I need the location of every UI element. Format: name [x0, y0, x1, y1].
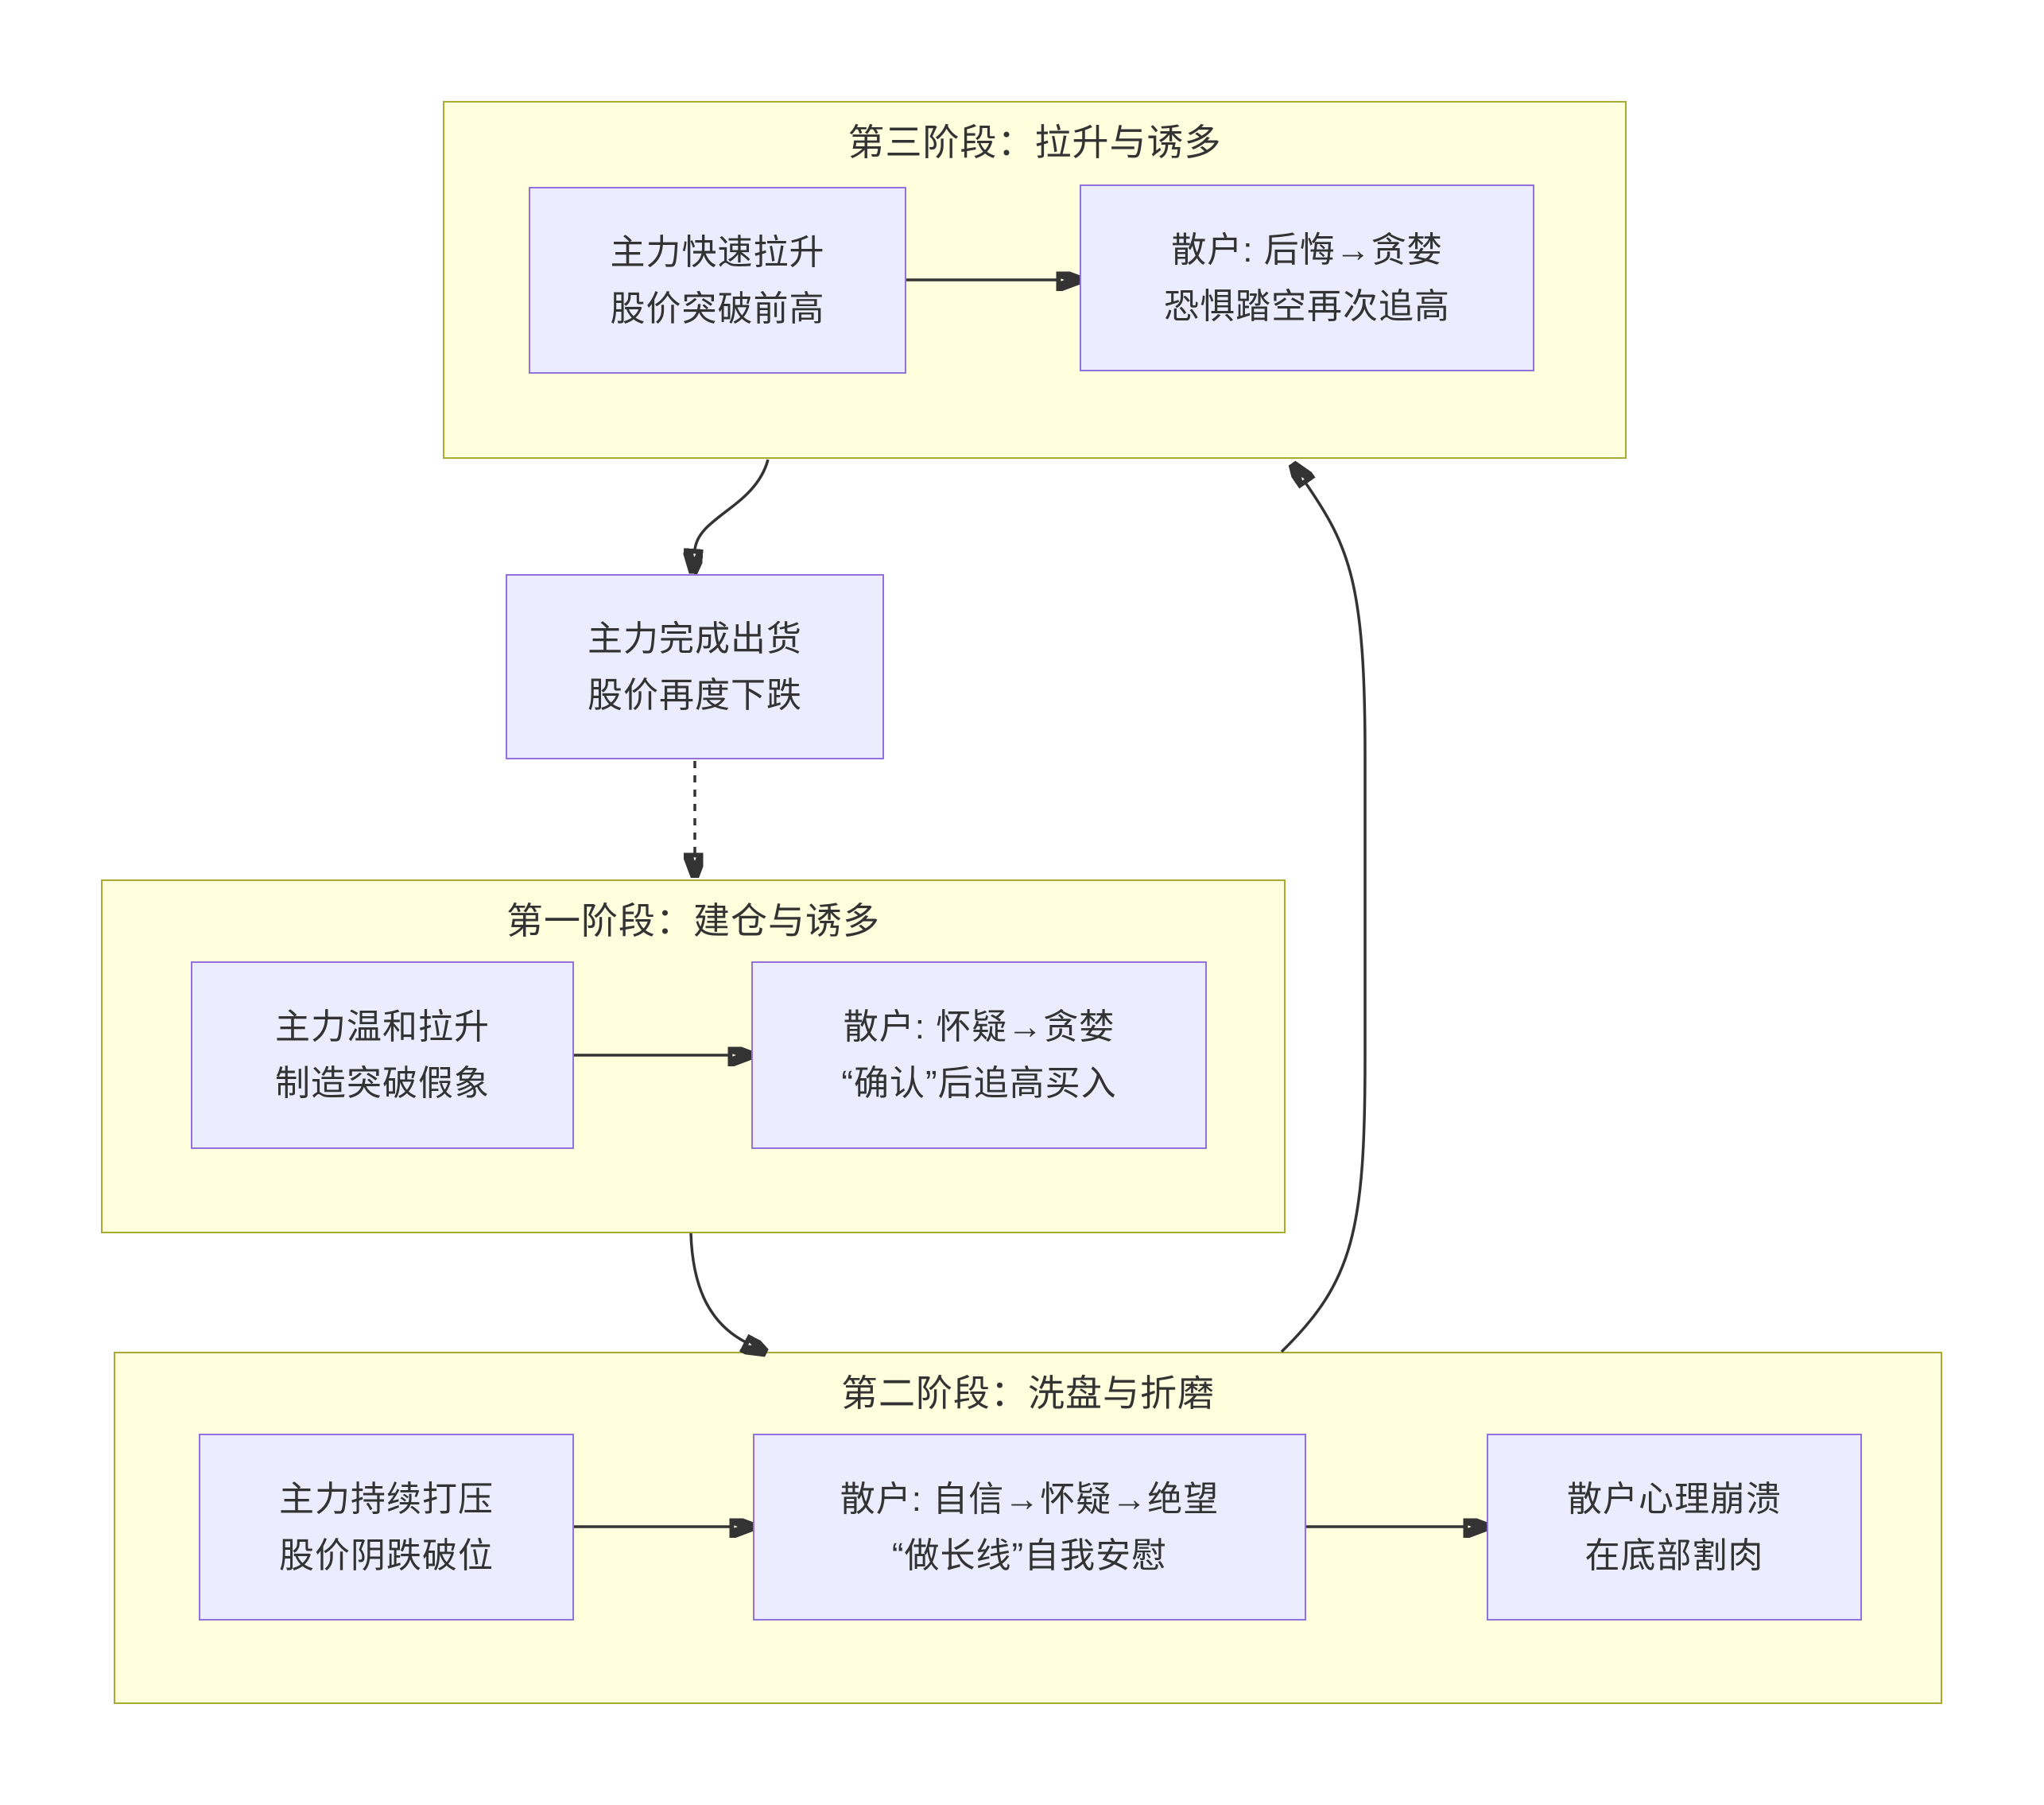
cluster-phase1-title: 第一阶段：建仓与诱多: [506, 900, 880, 941]
node-retail-doubt-greed: 散户: 怀疑→贪婪 “确认”后追高买入: [751, 961, 1207, 1149]
node-text-line: 主力持续打压: [279, 1479, 494, 1519]
edge-phase2-to-phase3: [1280, 483, 1367, 1353]
edge-phase3-to-finish-distribution: [695, 459, 770, 550]
node-text-line: “做长线”自我安慰: [891, 1535, 1168, 1575]
node-retail-confidence-despair: 散户: 自信→怀疑→绝望 “做长线”自我安慰: [753, 1434, 1306, 1621]
edge-phase1-to-phase2: [689, 1232, 746, 1342]
node-text-line: 主力完成出货: [588, 619, 802, 658]
node-text-line: 股价突破前高: [610, 289, 825, 328]
node-text-line: 主力温和拉升: [275, 1007, 490, 1046]
node-text-line: “确认”后追高买入: [841, 1064, 1117, 1103]
node-text-line: 恐惧踏空再次追高: [1164, 286, 1450, 326]
cluster-phase2-title: 第二阶段：洗盘与折磨: [841, 1372, 1215, 1414]
node-text-line: 散户: 后悔→贪婪: [1171, 230, 1443, 270]
node-main-rapid-pullup: 主力快速拉升 股价突破前高: [529, 187, 906, 374]
node-text-line: 散户: 自信→怀疑→绝望: [840, 1479, 1220, 1519]
cluster-phase3-title: 第三阶段：拉升与诱多: [847, 122, 1222, 163]
node-text-line: 主力快速拉升: [610, 232, 825, 272]
node-text-line: 散户: 怀疑→贪婪: [843, 1007, 1115, 1046]
node-main-suppress: 主力持续打压 股价阴跌破位: [199, 1434, 574, 1621]
node-text-line: 制造突破假象: [275, 1064, 490, 1103]
node-text-line: 股价再度下跌: [588, 675, 802, 715]
node-retail-capitulate: 散户心理崩溃 在底部割肉: [1487, 1434, 1862, 1621]
node-text-line: 股价阴跌破位: [279, 1535, 494, 1575]
node-text-line: 散户心理崩溃: [1567, 1479, 1782, 1519]
node-retail-regret-greed: 散户: 后悔→贪婪 恐惧踏空再次追高: [1080, 184, 1534, 371]
node-main-finish-distribution: 主力完成出货 股价再度下跌: [506, 574, 884, 759]
node-main-gentle-pullup: 主力温和拉升 制造突破假象: [191, 961, 574, 1149]
node-text-line: 在底部割肉: [1584, 1535, 1764, 1575]
